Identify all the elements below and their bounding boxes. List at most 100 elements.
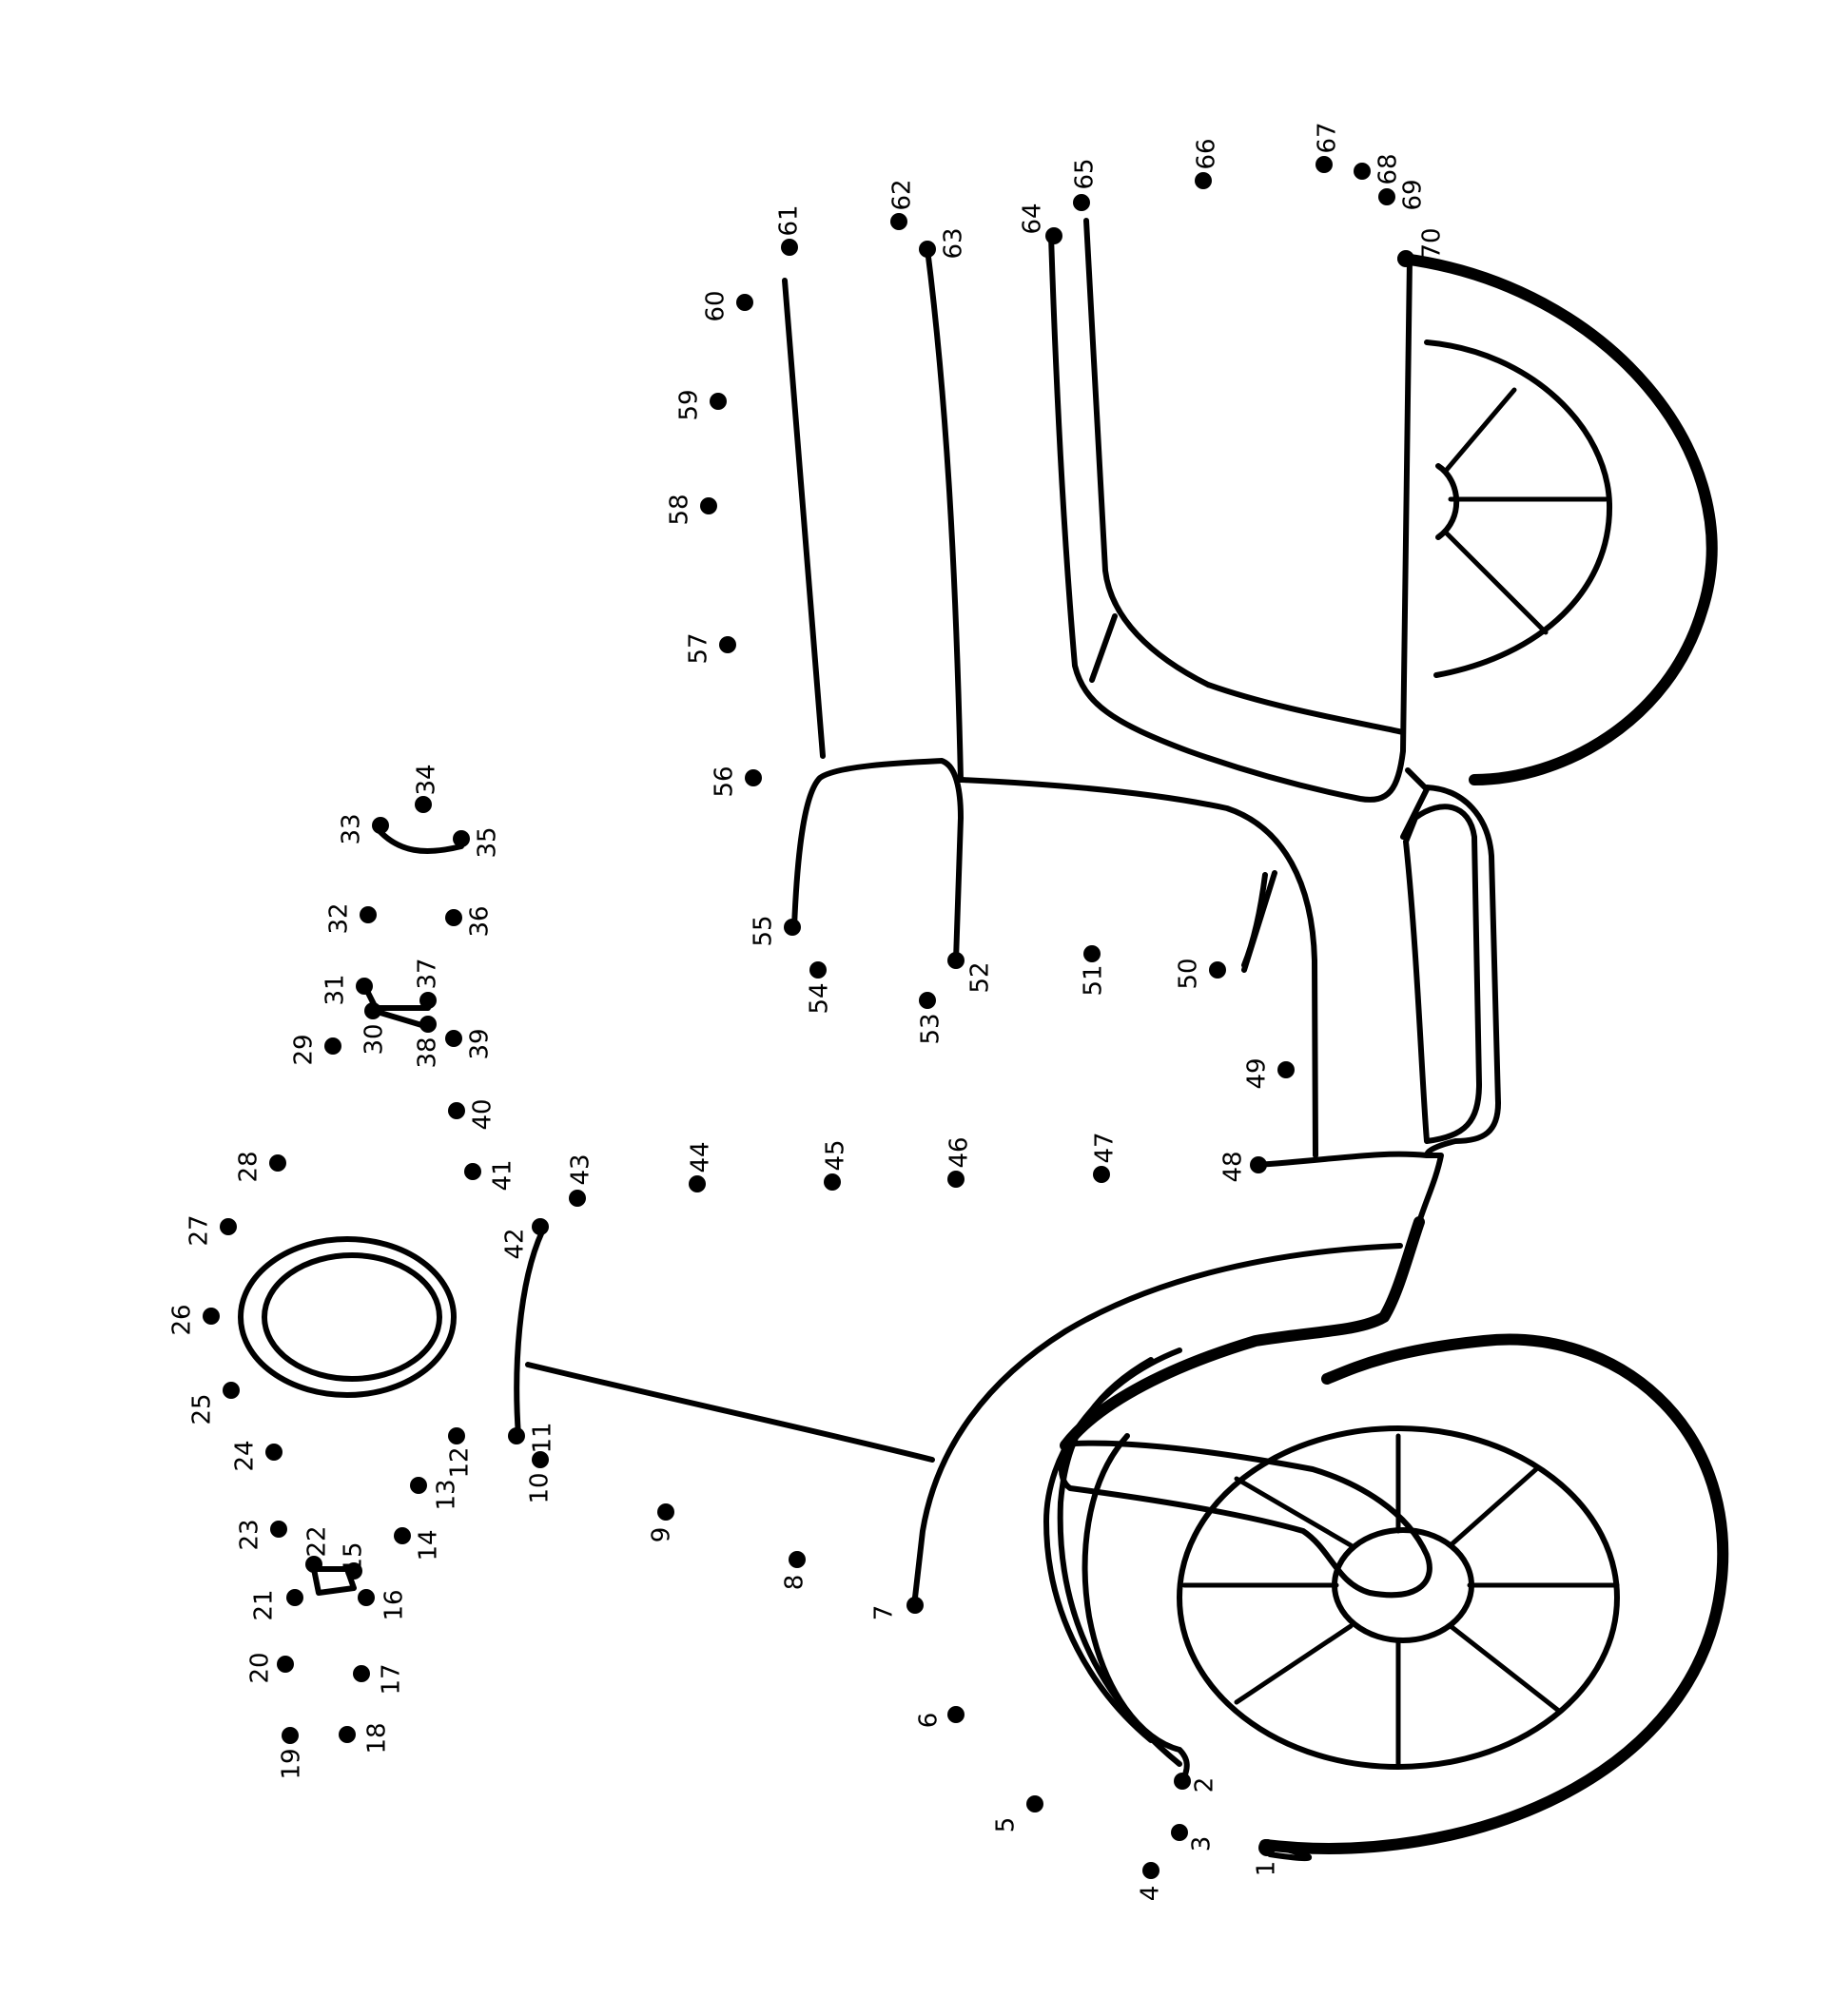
front-fender-curve-c — [1082, 1433, 1182, 1753]
segment-11-42 — [514, 1229, 545, 1439]
dot-50: 50 — [1175, 958, 1226, 990]
dot-number-label: 63 — [940, 227, 968, 259]
dot-number-label: 4 — [1137, 1886, 1165, 1902]
front-handle-grip — [1058, 1440, 1432, 1599]
dot-37: 37 — [414, 958, 442, 1009]
dot-64: 64 — [1019, 203, 1062, 244]
dot-number-label: 13 — [433, 1479, 461, 1510]
dot-marker — [415, 796, 432, 813]
dot-32: 32 — [325, 902, 377, 935]
dot-15: 15 — [340, 1541, 368, 1580]
dot-number-label: 15 — [340, 1541, 368, 1573]
dot-number-label: 28 — [235, 1151, 263, 1182]
rear-wheel-tire — [1397, 253, 1718, 785]
dot-58: 58 — [666, 494, 717, 526]
dot-number-label: 56 — [711, 766, 739, 797]
dot-number-label: 68 — [1374, 153, 1403, 184]
dot-number-label: 37 — [414, 958, 442, 989]
dot-marker — [445, 909, 462, 926]
dot-number-label: 9 — [648, 1527, 676, 1543]
dot-marker — [203, 1308, 220, 1325]
dot-marker — [1316, 156, 1333, 173]
floorboard-top — [958, 777, 1318, 1158]
dot-22: 22 — [303, 1525, 332, 1573]
dot-number-label: 34 — [413, 764, 441, 795]
dot-number-label: 61 — [775, 204, 804, 236]
dot-number-label: 60 — [702, 290, 731, 321]
dot-number-label: 22 — [303, 1525, 332, 1557]
dot-3: 3 — [1171, 1824, 1217, 1851]
dot-47: 47 — [1091, 1132, 1120, 1183]
dot-29: 29 — [290, 1034, 341, 1066]
dot-number-label: 55 — [750, 915, 778, 946]
numbered-dots: 1234567891011121314151617181920212223242… — [168, 122, 1447, 1901]
dot-marker — [657, 1503, 674, 1521]
dot-number-label: 11 — [529, 1422, 557, 1453]
dot-4: 4 — [1137, 1862, 1165, 1901]
dot-number-label: 33 — [338, 813, 366, 844]
dot-35: 35 — [453, 826, 502, 859]
dot-marker — [919, 992, 936, 1009]
dot-marker — [781, 239, 798, 256]
front-wheel-rim — [1177, 1425, 1620, 1770]
dot-56: 56 — [711, 766, 762, 798]
dot-number-label: 64 — [1019, 203, 1047, 234]
dot-marker — [220, 1218, 237, 1235]
dot-59: 59 — [675, 389, 727, 421]
front-fork-line — [525, 1362, 935, 1463]
dot-marker — [1045, 227, 1062, 244]
dot-24: 24 — [231, 1440, 283, 1472]
dot-marker — [419, 1016, 437, 1033]
dot-69: 69 — [1378, 179, 1428, 211]
dot-49: 49 — [1243, 1057, 1295, 1090]
dot-number-label: 1 — [1253, 1861, 1281, 1877]
dot-44: 44 — [687, 1141, 715, 1192]
rear-fender-line — [1400, 767, 1430, 840]
dot-16: 16 — [358, 1589, 409, 1621]
dot-number-label: 14 — [415, 1529, 443, 1560]
dot-marker — [1142, 1862, 1160, 1879]
dot-18: 18 — [339, 1722, 392, 1754]
dot-number-label: 62 — [888, 179, 917, 210]
front-fender-outer — [1060, 1216, 1425, 1451]
dot-marker — [784, 919, 801, 936]
dot-number-label: 2 — [1191, 1777, 1219, 1793]
dot-number-label: 41 — [489, 1159, 517, 1191]
dot-25: 25 — [188, 1382, 240, 1425]
dot-marker — [1250, 1156, 1267, 1173]
dot-number-label: 48 — [1219, 1151, 1248, 1182]
segment-1-2 — [1262, 1842, 1312, 1862]
dot-number-label: 8 — [781, 1575, 809, 1591]
dot-33: 33 — [338, 813, 389, 845]
dot-68: 68 — [1354, 153, 1403, 185]
dot-marker — [360, 906, 377, 923]
dot-marker — [1378, 188, 1395, 205]
dot-marker — [345, 1562, 362, 1580]
dot-43: 43 — [567, 1153, 595, 1207]
dot-38: 38 — [414, 1016, 442, 1069]
dot-marker — [372, 817, 389, 834]
dot-marker — [445, 1030, 462, 1047]
dot-54: 54 — [806, 961, 834, 1015]
dot-52: 52 — [947, 952, 995, 994]
dot-39: 39 — [445, 1028, 495, 1060]
dot-number-label: 31 — [322, 974, 350, 1005]
dot-number-label: 24 — [231, 1440, 260, 1471]
dot-17: 17 — [353, 1663, 406, 1696]
dot-7: 7 — [870, 1597, 924, 1621]
dot-70: 70 — [1397, 227, 1447, 267]
dot-number-label: 25 — [188, 1393, 217, 1425]
headlight-inner — [262, 1252, 442, 1382]
dot-number-label: 7 — [870, 1605, 899, 1621]
dot-marker — [947, 952, 965, 969]
front-fender-inner — [912, 1243, 1403, 1600]
dot-number-label: 65 — [1071, 158, 1100, 189]
dot-1: 1 — [1253, 1839, 1281, 1876]
dot-number-label: 45 — [822, 1139, 850, 1171]
dot-9: 9 — [648, 1503, 676, 1542]
dot-marker — [286, 1589, 303, 1606]
dot-41: 41 — [464, 1159, 517, 1192]
dot-number-label: 70 — [1418, 227, 1447, 259]
dot-31: 31 — [322, 974, 373, 1006]
